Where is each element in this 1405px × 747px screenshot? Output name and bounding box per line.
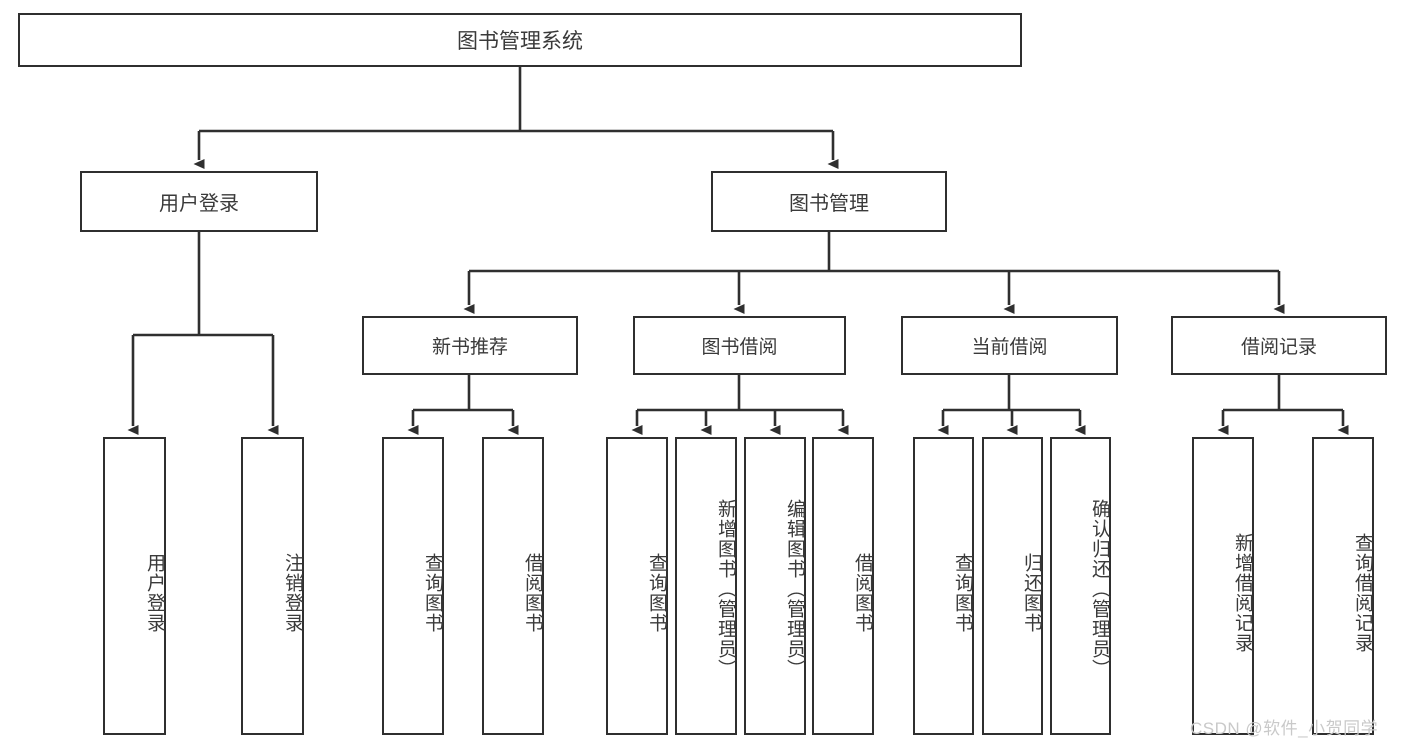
leaf-borrow-book[interactable]: 借阅图书: [812, 437, 874, 735]
leaf-return-book[interactable]: 归还图书: [982, 437, 1043, 735]
node-new-book-recommend[interactable]: 新书推荐: [362, 316, 578, 375]
node-book-borrow[interactable]: 图书借阅: [633, 316, 846, 375]
leaf-borrow-book-recommend[interactable]: 借阅图书: [482, 437, 544, 735]
leaf-query-book-recommend[interactable]: 查询图书: [382, 437, 444, 735]
leaf-logout[interactable]: 注销登录: [241, 437, 304, 735]
node-book-management[interactable]: 图书管理: [711, 171, 947, 232]
leaf-query-book-borrow[interactable]: 查询图书: [606, 437, 668, 735]
node-current-borrow[interactable]: 当前借阅: [901, 316, 1118, 375]
leaf-user-login[interactable]: 用户登录: [103, 437, 166, 735]
node-borrow-records[interactable]: 借阅记录: [1171, 316, 1387, 375]
leaf-add-book-admin[interactable]: 新增图书（管理员）: [675, 437, 737, 735]
node-root-library-system[interactable]: 图书管理系统: [18, 13, 1022, 67]
leaf-confirm-return-admin[interactable]: 确认归还（管理员）: [1050, 437, 1111, 735]
leaf-query-borrow-record[interactable]: 查询借阅记录: [1312, 437, 1374, 735]
node-user-login[interactable]: 用户登录: [80, 171, 318, 232]
leaf-add-borrow-record[interactable]: 新增借阅记录: [1192, 437, 1254, 735]
leaf-query-book-current[interactable]: 查询图书: [913, 437, 974, 735]
csdn-watermark: CSDN @软件_小贺同学: [1190, 719, 1379, 738]
leaf-edit-book-admin[interactable]: 编辑图书（管理员）: [744, 437, 806, 735]
